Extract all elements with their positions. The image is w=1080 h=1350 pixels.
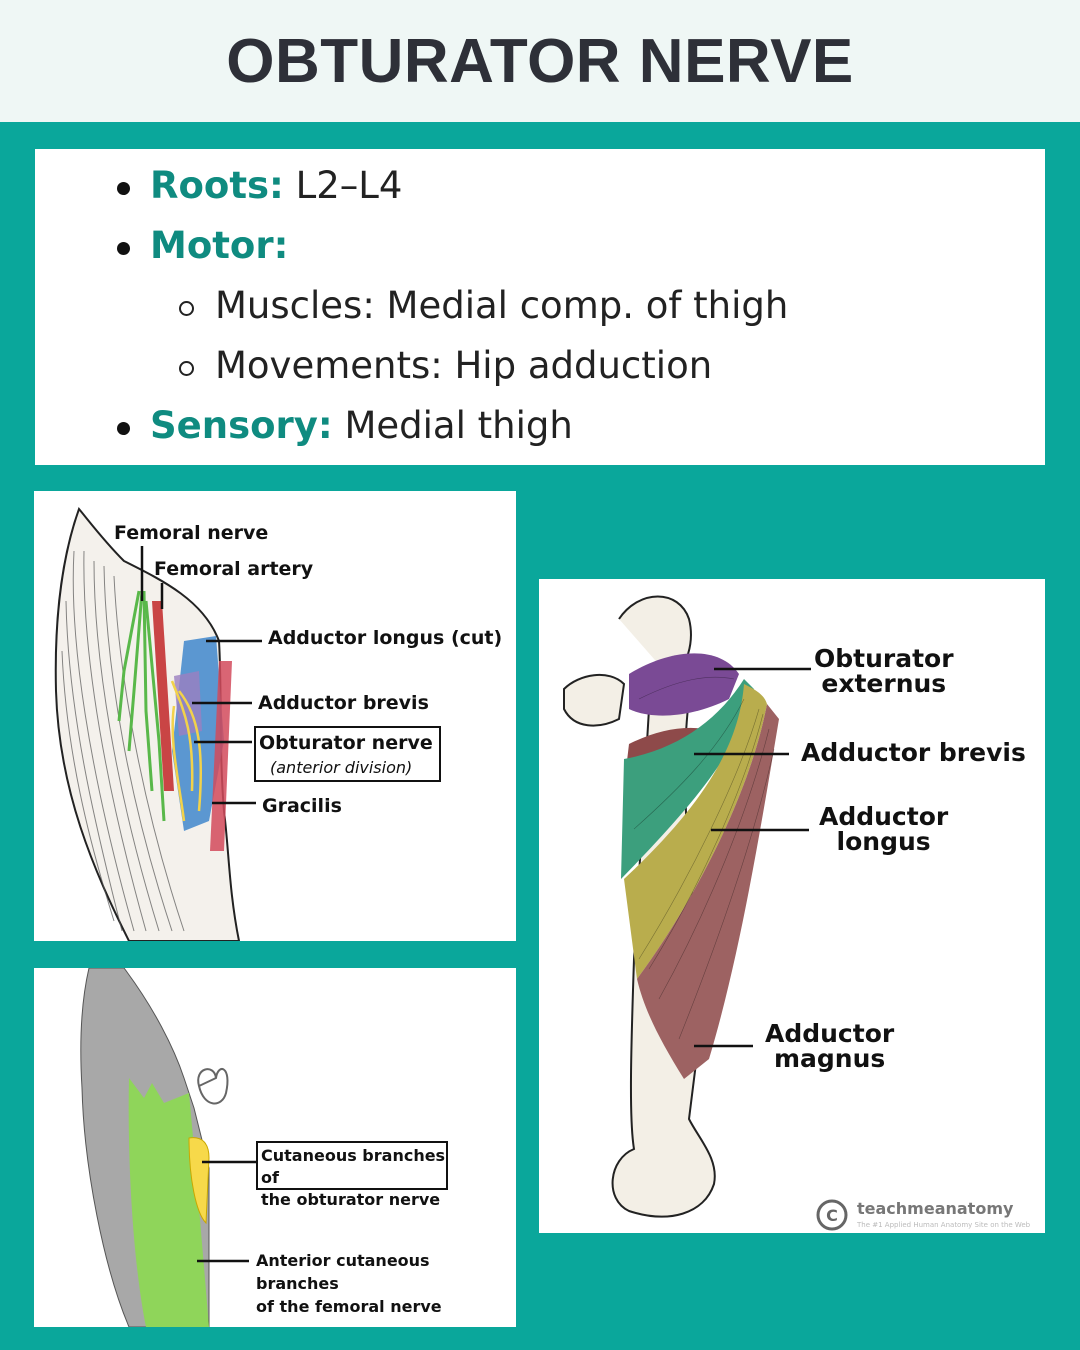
- label-obturator-nerve: Obturator nerve: [259, 732, 433, 754]
- bullet-icon: [117, 242, 130, 255]
- anterior-thigh-figure: Femoral nerve Femoral artery Adductor lo…: [34, 491, 516, 941]
- muscles-item: Muscles: Medial comp. of thigh: [179, 284, 789, 327]
- page-title: OBTURATOR NERVE: [226, 26, 854, 96]
- movements-item: Movements: Hip adduction: [179, 344, 713, 387]
- roots-item: Roots: L2–L4: [117, 164, 403, 207]
- label-adductor-magnus: Adductor magnus: [765, 1019, 895, 1073]
- label-femoral-artery: Femoral artery: [154, 558, 314, 580]
- label-anterior-femoral: Anterior cutaneous branches of the femor…: [256, 1251, 442, 1316]
- movements-text: Movements: Hip adduction: [215, 344, 713, 387]
- watermark-text: teachmeanatomy: [857, 1199, 1014, 1218]
- label-gracilis: Gracilis: [262, 795, 342, 817]
- label-obturator-externus: Obturator externus: [814, 644, 954, 698]
- header: OBTURATOR NERVE: [0, 0, 1080, 122]
- label-adductor-brevis: Adductor brevis: [258, 692, 429, 714]
- label-adductor-longus-cut: Adductor longus (cut): [268, 627, 503, 649]
- sensory-key: Sensory:: [150, 404, 333, 447]
- watermark-subtext: The #1 Applied Human Anatomy Site on the…: [857, 1221, 1031, 1229]
- medial-thigh-illustration: [80, 968, 256, 1327]
- label-anterior-division: (anterior division): [270, 758, 413, 777]
- thigh-dissection-illustration: [54, 507, 262, 941]
- label-femoral-nerve: Femoral nerve: [114, 522, 269, 544]
- sub-bullet-icon: [179, 361, 194, 376]
- sensory-value: Medial thigh: [344, 404, 573, 447]
- info-card: Roots: L2–L4 Motor: Muscles: Medial comp…: [35, 149, 1045, 465]
- cutaneous-innervation-figure: Cutaneous branches of the obturator nerv…: [34, 968, 516, 1327]
- roots-value: L2–L4: [295, 164, 403, 207]
- adductor-muscles-figure: C Obturator externus Adductor brevis Add…: [539, 579, 1045, 1233]
- motor-item: Motor:: [117, 224, 289, 267]
- cutaneous-obturator-callout: Cutaneous branches of the obturator nerv…: [256, 1141, 448, 1209]
- sensory-item: Sensory: Medial thigh: [117, 404, 573, 447]
- femur-muscles-illustration: C: [563, 595, 848, 1231]
- roots-key: Roots:: [150, 164, 284, 207]
- label-adductor-longus: Adductor longus: [819, 802, 949, 856]
- motor-key: Motor:: [150, 224, 289, 267]
- bullet-icon: [117, 422, 130, 435]
- copyright-icon: C: [826, 1206, 838, 1225]
- label-cutaneous-obturator: Cutaneous branches of the obturator nerv…: [261, 1146, 446, 1209]
- bullet-icon: [117, 182, 130, 195]
- obturator-nerve-callout: Obturator nerve (anterior division): [254, 726, 441, 782]
- sub-bullet-icon: [179, 301, 194, 316]
- muscles-text: Muscles: Medial comp. of thigh: [215, 284, 789, 327]
- label-adductor-brevis-muscle: Adductor brevis: [801, 738, 1026, 767]
